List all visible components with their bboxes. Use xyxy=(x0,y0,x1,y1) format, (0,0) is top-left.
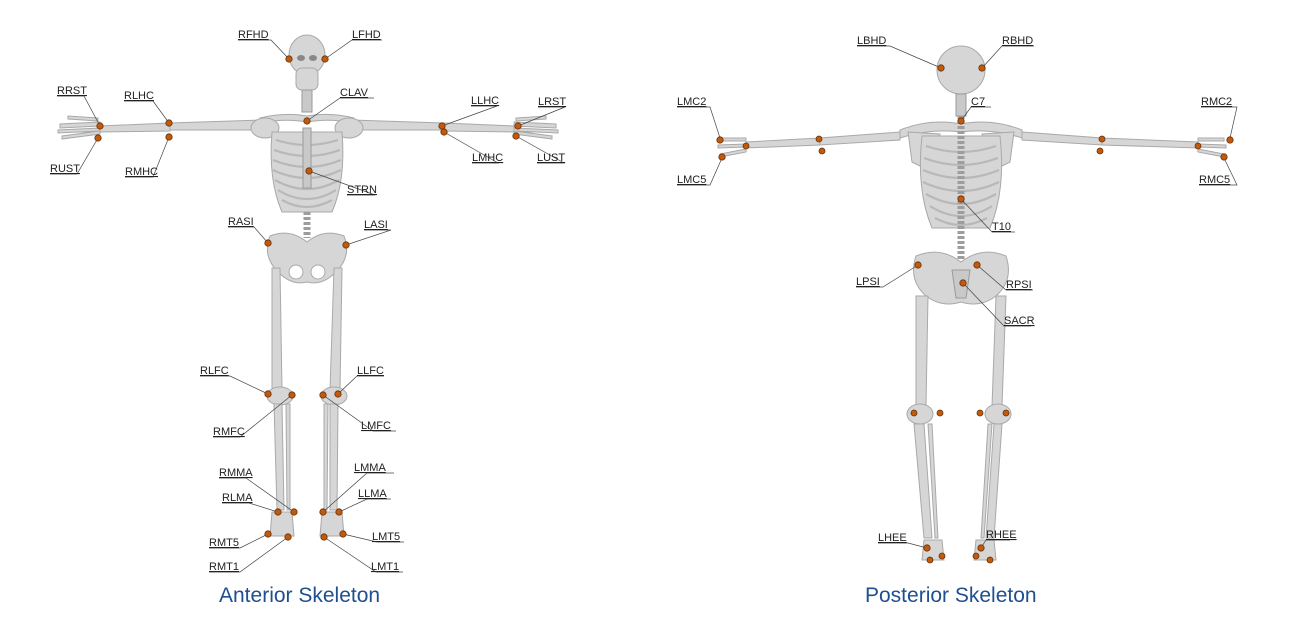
label-rmc2: RMC2 xyxy=(1201,96,1232,108)
marker-t10 xyxy=(957,195,965,203)
marker-rlma xyxy=(274,508,282,516)
marker-rpsi xyxy=(973,261,981,269)
posterior-markers xyxy=(716,64,1234,564)
posterior-skeleton-figure: LBHD RBHD C7 LMC2 RMC2 LMC5 RMC5 T10 LPS… xyxy=(677,35,1238,564)
marker-lmma xyxy=(319,508,327,516)
marker-lmhc xyxy=(440,128,448,136)
posterior-skeleton xyxy=(717,45,1227,561)
marker-sacr xyxy=(959,279,967,287)
marker-rmhc xyxy=(165,133,173,141)
marker-rrst xyxy=(96,122,104,130)
anterior-markers xyxy=(94,55,522,541)
marker-c7 xyxy=(957,117,965,125)
label-c7: C7 xyxy=(971,96,985,108)
label-rlma: RLMA xyxy=(222,492,253,504)
label-rrst: RRST xyxy=(57,85,87,97)
posterior-labels: LBHD RBHD C7 LMC2 RMC2 LMC5 RMC5 T10 LPS… xyxy=(677,35,1232,544)
marker-rhee xyxy=(977,544,985,552)
marker-lmc2 xyxy=(716,136,724,144)
label-llma: LLMA xyxy=(358,488,387,500)
anterior-panel: RFHD LFHD CLAV RRST RLHC LLHC LRST RUST … xyxy=(0,0,640,626)
label-llfc: LLFC xyxy=(357,365,384,377)
marker-rust xyxy=(94,134,102,142)
label-lmma: LMMA xyxy=(354,462,386,474)
posterior-leader-lines xyxy=(677,45,1238,549)
marker-rbhd xyxy=(978,64,986,72)
marker-lmfc xyxy=(319,391,327,399)
label-lmt5: LMT5 xyxy=(372,531,400,543)
marker-llfc xyxy=(334,390,342,398)
marker-lrst xyxy=(514,122,522,130)
marker-rmma xyxy=(290,508,298,516)
label-strn: STRN xyxy=(347,184,377,196)
marker-rmc2 xyxy=(1226,136,1234,144)
label-rasi: RASI xyxy=(228,216,254,228)
marker-lbhd xyxy=(937,64,945,72)
anterior-skeleton-figure: RFHD LFHD CLAV RRST RLHC LLHC LRST RUST … xyxy=(50,29,566,573)
label-rpsi: RPSI xyxy=(1006,279,1032,291)
label-lfhd: LFHD xyxy=(352,29,381,41)
label-lmt1: LMT1 xyxy=(371,561,399,573)
anterior-leader-lines xyxy=(50,39,566,573)
label-lasi: LASI xyxy=(364,219,388,231)
label-lrst: LRST xyxy=(538,96,566,108)
posterior-caption: Posterior Skeleton xyxy=(865,584,1037,607)
label-lbhd: LBHD xyxy=(857,35,886,47)
marker-lhee xyxy=(923,544,931,552)
marker-strn xyxy=(305,167,313,175)
label-llhc: LLHC xyxy=(471,95,499,107)
marker-rasi xyxy=(264,239,272,247)
anterior-skeleton xyxy=(57,34,559,537)
marker-rlhc xyxy=(165,119,173,127)
marker-rfhd xyxy=(285,55,293,63)
label-rmt1: RMT1 xyxy=(209,561,239,573)
marker-llhc xyxy=(438,122,446,130)
label-rmma: RMMA xyxy=(219,467,253,479)
anterior-labels: RFHD LFHD CLAV RRST RLHC LLHC LRST RUST … xyxy=(50,29,566,573)
marker-lpsi xyxy=(914,261,922,269)
label-lmfc: LMFC xyxy=(361,420,391,432)
marker-rmc5 xyxy=(1220,153,1228,161)
label-rust: RUST xyxy=(50,163,80,175)
label-lmc2: LMC2 xyxy=(677,96,706,108)
marker-clav xyxy=(303,117,311,125)
label-lmc5: LMC5 xyxy=(677,174,706,186)
label-rmt5: RMT5 xyxy=(209,537,239,549)
label-lpsi: LPSI xyxy=(856,276,880,288)
marker-lmt5 xyxy=(339,530,347,538)
label-rlhc: RLHC xyxy=(124,90,154,102)
label-rmc5: RMC5 xyxy=(1199,174,1230,186)
label-sacr: SACR xyxy=(1004,315,1035,327)
label-lhee: LHEE xyxy=(878,532,907,544)
label-rhee: RHEE xyxy=(986,529,1017,541)
marker-rmt1 xyxy=(284,533,292,541)
label-lust: LUST xyxy=(537,152,565,164)
marker-rlfc xyxy=(264,390,272,398)
label-rbhd: RBHD xyxy=(1002,35,1033,47)
marker-lfhd xyxy=(321,55,329,63)
anterior-caption: Anterior Skeleton xyxy=(219,584,381,607)
posterior-panel: LBHD RBHD C7 LMC2 RMC2 LMC5 RMC5 T10 LPS… xyxy=(650,0,1301,626)
label-clav: CLAV xyxy=(340,87,369,99)
marker-lmt1 xyxy=(320,533,328,541)
marker-lasi xyxy=(342,241,350,249)
label-rfhd: RFHD xyxy=(238,29,269,41)
label-rlfc: RLFC xyxy=(200,365,229,377)
marker-llma xyxy=(335,508,343,516)
marker-lmc5 xyxy=(718,153,726,161)
label-lmhc: LMHC xyxy=(472,152,503,164)
marker-rmfc xyxy=(288,391,296,399)
marker-rmt5 xyxy=(264,530,272,538)
label-rmhc: RMHC xyxy=(125,166,158,178)
label-t10: T10 xyxy=(992,221,1011,233)
label-rmfc: RMFC xyxy=(213,426,245,438)
marker-lust xyxy=(512,132,520,140)
